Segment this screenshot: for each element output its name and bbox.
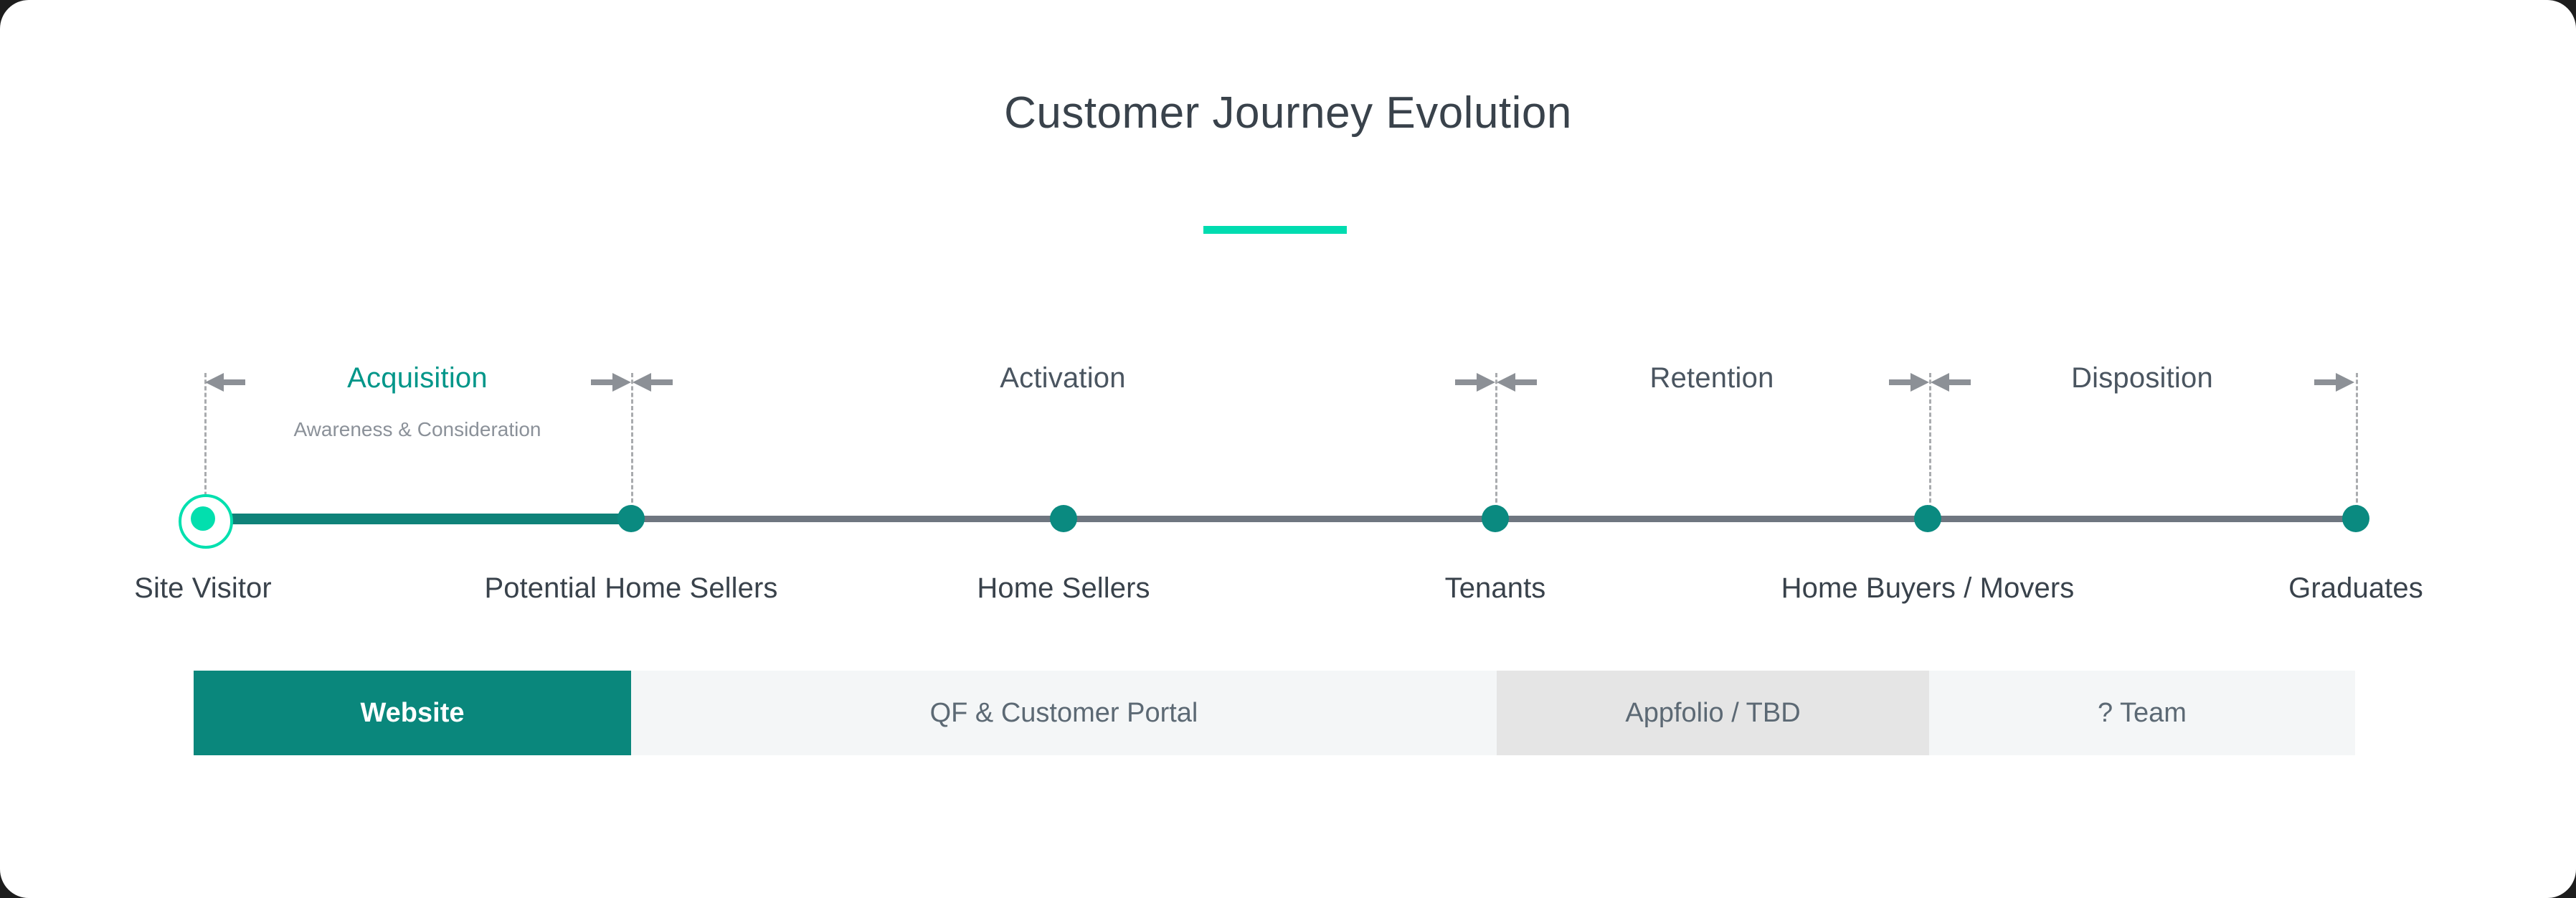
timeline-node-label-4: Tenants [1444,572,1546,604]
timeline-node-1[interactable] [191,506,215,531]
system-bar-segment-2[interactable]: QF & Customer Portal [631,671,1497,755]
timeline-node-6[interactable] [2342,505,2369,532]
arrow-left-icon [1497,373,1537,392]
timeline-track-active [203,514,631,524]
timeline-node-5[interactable] [1914,505,1941,532]
system-bar-segment-4[interactable]: ? Team [1929,671,2355,755]
phase-label-retention: Retention [1649,362,1774,394]
timeline-node-label-1: Site Visitor [134,572,272,604]
phase-label-acquisition: Acquisition [347,362,488,394]
system-bar-segment-1[interactable]: Website [194,671,631,755]
arrow-right-icon [1889,373,1929,392]
arrow-left-icon [633,373,673,392]
phase-arrow-1 [205,370,248,394]
timeline-node-4[interactable] [1482,505,1509,532]
timeline-node-3[interactable] [1050,505,1077,532]
phase-divider-5 [2356,373,2358,509]
arrow-left-icon [205,373,245,392]
phase-arrow-5 [2314,370,2357,394]
page-title: Customer Journey Evolution [1004,88,1572,138]
phase-label-activation: Activation [1000,362,1126,394]
arrow-right-icon [2314,373,2354,392]
phase-sublabel-acquisition: Awareness & Consideration [293,418,541,440]
phase-arrow-4 [1889,370,1971,394]
phase-divider-1 [204,373,207,509]
timeline-track [203,516,2356,522]
timeline-node-label-5: Home Buyers / Movers [1781,572,2075,604]
timeline-node-label-2: Potential Home Sellers [484,572,778,604]
timeline-node-2[interactable] [617,505,645,532]
arrow-right-icon [1455,373,1495,392]
phase-arrow-2 [591,370,673,394]
phase-divider-3 [1495,373,1497,509]
timeline-node-label-3: Home Sellers [977,572,1150,604]
system-bar-segment-3[interactable]: Appfolio / TBD [1497,671,1929,755]
timeline-node-label-6: Graduates [2288,572,2423,604]
phase-arrow-3 [1455,370,1537,394]
phase-divider-2 [631,373,633,509]
arrow-right-icon [591,373,631,392]
title-accent-bar [1203,226,1347,234]
arrow-left-icon [1931,373,1971,392]
phase-divider-4 [1929,373,1931,509]
phase-label-disposition: Disposition [2071,362,2213,394]
